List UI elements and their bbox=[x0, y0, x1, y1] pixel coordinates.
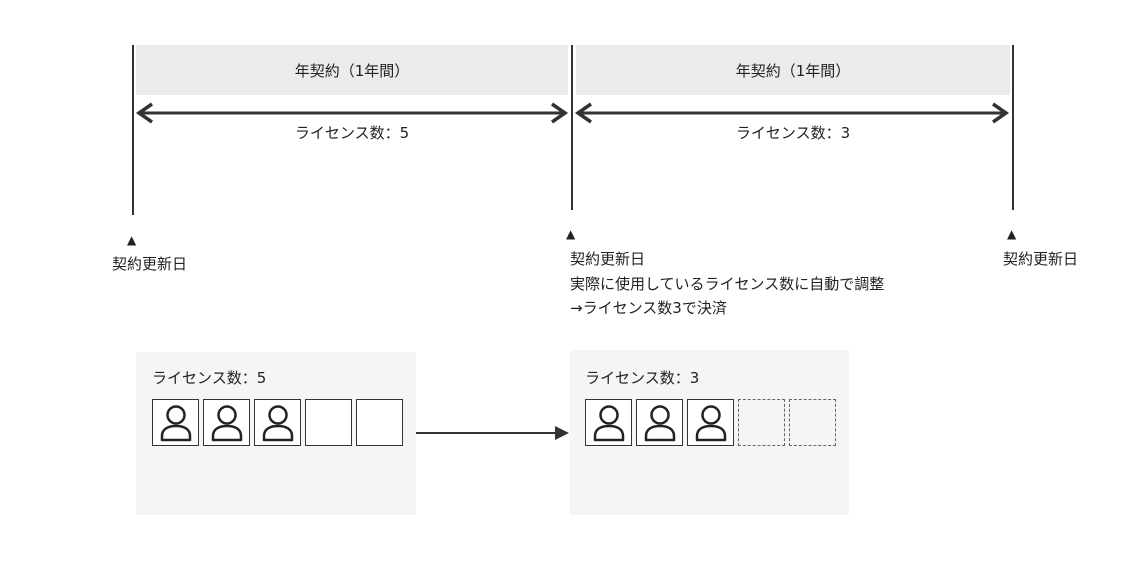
arrowhead-left bbox=[135, 102, 153, 124]
person-icon bbox=[695, 404, 726, 441]
person-icon bbox=[593, 404, 624, 441]
seat-panel-after: ライセンス数：3 bbox=[570, 350, 849, 515]
double-arrow-icon bbox=[574, 102, 1010, 124]
license-count-label: ライセンス数：5 bbox=[294, 124, 410, 142]
right-arrow-icon bbox=[416, 426, 569, 440]
person-icon bbox=[211, 404, 242, 441]
triangle-up-icon: ▲ bbox=[566, 227, 576, 241]
seat-panel-before: ライセンス数：5 bbox=[136, 352, 416, 515]
arrowhead-left bbox=[574, 102, 592, 124]
person-icon bbox=[160, 404, 191, 441]
person-icon bbox=[644, 404, 675, 441]
renewal-date-label: 契約更新日 bbox=[1003, 250, 1079, 268]
seat-row bbox=[152, 399, 403, 446]
renewal-note: →ライセンス数3で決済 bbox=[570, 299, 727, 317]
timeline-boundary-line-start bbox=[132, 45, 134, 215]
person-icon bbox=[262, 404, 293, 441]
renewal-date-label: 契約更新日 bbox=[112, 255, 188, 273]
double-arrow-icon bbox=[135, 102, 569, 124]
seat-slot-occupied bbox=[203, 399, 250, 446]
seat-slot-vacant bbox=[305, 399, 352, 446]
seat-slot-vacant bbox=[356, 399, 403, 446]
contract-period-band-2: 年契約（1年間） bbox=[576, 45, 1010, 95]
seat-slot-released bbox=[789, 399, 836, 446]
renewal-date-label: 契約更新日 bbox=[570, 250, 646, 268]
seat-row bbox=[585, 399, 836, 446]
arrowhead-right bbox=[992, 102, 1010, 124]
seat-slot-occupied bbox=[152, 399, 199, 446]
contract-period-label: 年契約（1年間） bbox=[735, 62, 851, 80]
arrowhead-right bbox=[555, 426, 569, 440]
contract-period-band-1: 年契約（1年間） bbox=[136, 45, 568, 95]
seat-slot-occupied bbox=[687, 399, 734, 446]
arrowhead-right bbox=[551, 102, 569, 124]
triangle-up-icon: ▲ bbox=[1007, 227, 1017, 241]
triangle-up-icon: ▲ bbox=[127, 233, 137, 247]
seat-slot-occupied bbox=[585, 399, 632, 446]
license-count-label: ライセンス数：3 bbox=[735, 124, 851, 142]
timeline-boundary-line-middle bbox=[571, 45, 573, 210]
panel-title: ライセンス数：5 bbox=[152, 369, 267, 387]
seat-slot-released bbox=[738, 399, 785, 446]
seat-slot-occupied bbox=[254, 399, 301, 446]
contract-period-label: 年契約（1年間） bbox=[294, 62, 410, 80]
panel-title: ライセンス数：3 bbox=[585, 369, 700, 387]
renewal-note: 実際に使用しているライセンス数に自動で調整 bbox=[570, 275, 885, 293]
timeline-boundary-line-end bbox=[1012, 45, 1014, 210]
seat-slot-occupied bbox=[636, 399, 683, 446]
